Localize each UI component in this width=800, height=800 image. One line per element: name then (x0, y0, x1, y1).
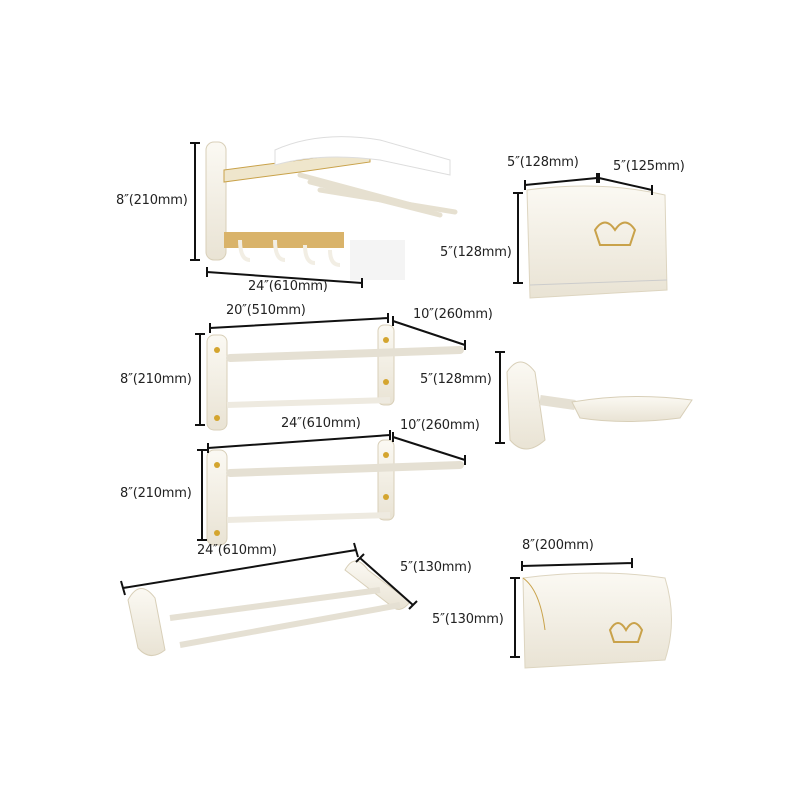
dimension-label: 5″(130mm) (400, 560, 472, 575)
dimension-label: 24″(610mm) (248, 279, 328, 294)
dimension-label: 8″(200mm) (522, 538, 594, 553)
double-towel-bar-image (127, 560, 411, 656)
soap-dish-image (506, 361, 693, 450)
folding-towel-rack-20-image (206, 324, 464, 431)
toilet-paper-holder-large-image (522, 572, 672, 669)
dimension-label: 10″(260mm) (400, 418, 480, 433)
dimension-lines (120, 142, 653, 658)
dimension-label: 8″(210mm) (120, 486, 192, 501)
dimension-label: 24″(610mm) (281, 416, 361, 431)
folding-towel-rack-24-image (206, 439, 464, 546)
dimension-label: 8″(210mm) (116, 193, 188, 208)
dimension-label: 5″(128mm) (440, 245, 512, 260)
dimension-label: 10″(260mm) (413, 307, 493, 322)
dimension-label: 24″(610mm) (197, 543, 277, 558)
dimension-label: 20″(510mm) (226, 303, 306, 318)
toilet-paper-holder-small-image (526, 185, 668, 299)
folding-towel-rack-with-hooks-image (205, 136, 458, 280)
dimension-label: 5″(125mm) (613, 159, 685, 174)
dimension-label: 8″(210mm) (120, 372, 192, 387)
dimension-label: 5″(128mm) (420, 372, 492, 387)
dimension-label: 5″(130mm) (432, 612, 504, 627)
dimension-label: 5″(128mm) (507, 155, 579, 170)
